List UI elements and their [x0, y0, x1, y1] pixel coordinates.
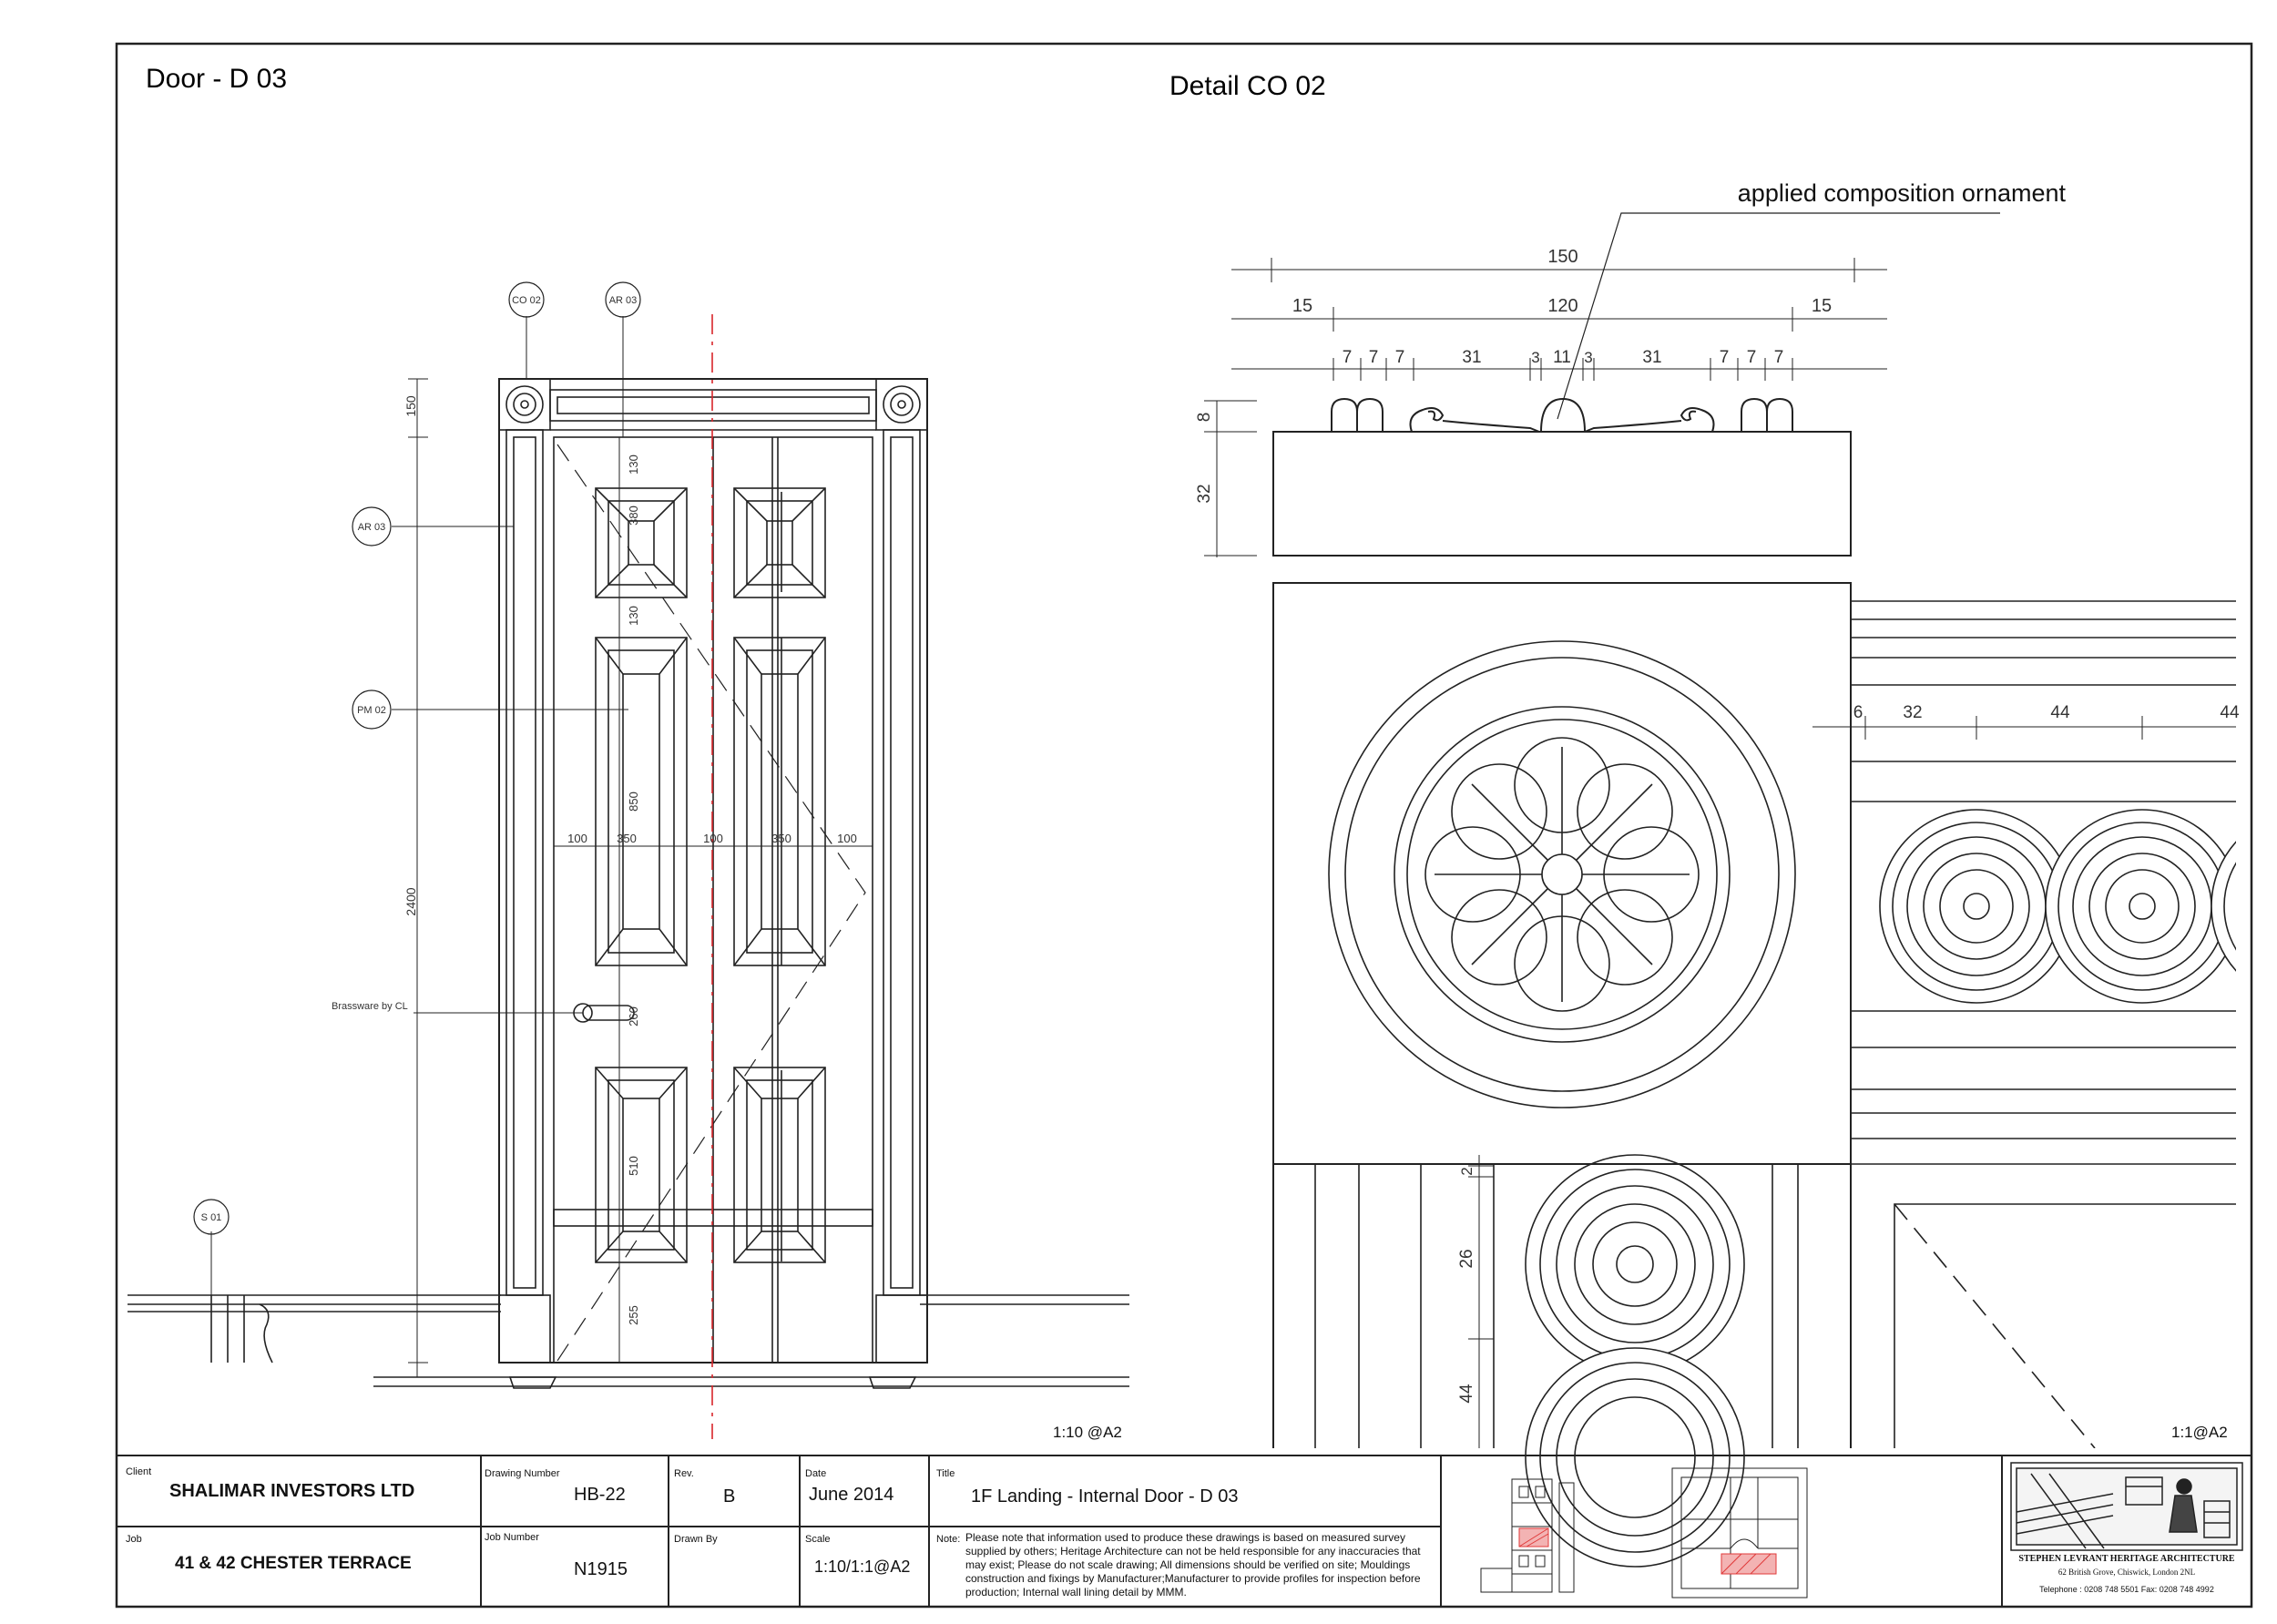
dim-panel: 260 [627, 1006, 640, 1026]
tag-ar03-side: AR 03 [358, 522, 386, 533]
dim-small: 31 [1642, 348, 1661, 367]
client-label: Client [126, 1466, 152, 1477]
scale-value: 1:10/1:1@A2 [814, 1558, 911, 1576]
tag-co02: CO 02 [512, 295, 541, 306]
dim-lower: 44 [1457, 1384, 1476, 1404]
dim-height: 32 [1195, 484, 1214, 503]
firm-name: STEPHEN LEVRANT HERITAGE ARCHITECTURE [2018, 1554, 2235, 1564]
dim-small: 7 [1774, 348, 1784, 367]
dim-panel: 850 [627, 792, 640, 812]
dim-width: 100 [837, 832, 857, 845]
dim-small: 31 [1462, 348, 1481, 367]
date-value: June 2014 [809, 1485, 894, 1505]
firm-logo [2010, 1462, 2243, 1551]
dim-width: 100 [703, 832, 723, 845]
dim-small: 11 [1553, 348, 1571, 367]
door-elevation [128, 281, 1129, 1439]
dim-mid: 15 [1292, 296, 1312, 316]
dim-right: 44 [2050, 703, 2070, 722]
job-label: Job [126, 1534, 142, 1545]
dim-right: 44 [2220, 703, 2240, 722]
dim-small: 7 [1343, 348, 1353, 367]
title-value: 1F Landing - Internal Door - D 03 [971, 1486, 1239, 1507]
door-title: Door - D 03 [146, 64, 288, 94]
dim-height: 8 [1195, 413, 1214, 423]
job-number-label: Job Number [485, 1532, 539, 1543]
dim-small: 7 [1369, 348, 1379, 367]
drawing-number-value: HB-22 [574, 1485, 626, 1505]
rev-label: Rev. [674, 1468, 694, 1479]
dim-small: 3 [1584, 349, 1592, 366]
dim-panel: 130 [627, 455, 640, 475]
rosette-petals [1424, 737, 1700, 1012]
tag-s01: S 01 [201, 1212, 222, 1223]
rev-value: B [723, 1486, 736, 1507]
title-label: Title [936, 1468, 955, 1479]
drawn-by-label: Drawn By [674, 1534, 718, 1545]
note-text: Please note that information used to pro… [965, 1531, 1421, 1598]
dim-small: 3 [1531, 349, 1539, 366]
dim-panel: 510 [627, 1156, 640, 1176]
firm-address: 62 British Grove, Chiswick, London 2NL [2057, 1568, 2196, 1577]
firm-phone: Telephone : 0208 748 5501 Fax: 0208 748 … [2039, 1585, 2214, 1594]
dim-width: 350 [771, 832, 791, 845]
detail-callout: applied composition ornament [1738, 179, 2067, 207]
dim-small: 7 [1747, 348, 1757, 367]
location-key-plans [1480, 1467, 1808, 1598]
tag-ar03-top: AR 03 [609, 295, 638, 306]
sheet-border [115, 42, 2253, 1609]
dim-right: 6 [1853, 703, 1863, 722]
dim-height-2400: 2400 [403, 887, 418, 915]
dim-small: 7 [1395, 348, 1405, 367]
title-block-frame [116, 1455, 2252, 1608]
dim-lower: 26 [1457, 1249, 1476, 1268]
dim-width: 350 [617, 832, 637, 845]
brassware-callout: Brassware by CL [332, 1001, 408, 1012]
dim-panel: 130 [627, 606, 640, 626]
client-value: SHALIMAR INVESTORS LTD [169, 1481, 415, 1501]
dim-lower: 2 [1458, 1167, 1475, 1175]
door-scale: 1:10 @A2 [1053, 1424, 1122, 1441]
scale-label: Scale [805, 1534, 831, 1545]
job-value: 41 & 42 CHESTER TERRACE [175, 1554, 412, 1573]
detail-title: Detail CO 02 [1169, 71, 1326, 101]
dim-mid: 120 [1547, 296, 1578, 316]
dim-head-150: 150 [403, 395, 418, 417]
drawing-number-label: Drawing Number [485, 1468, 560, 1479]
dim-panel: 380 [627, 506, 640, 526]
date-label: Date [805, 1468, 827, 1479]
detail-section [1204, 212, 2236, 1568]
dim-right: 32 [1903, 703, 1922, 722]
detail-scale: 1:1@A2 [2171, 1424, 2228, 1441]
tag-pm02: PM 02 [357, 705, 386, 716]
job-number-value: N1915 [574, 1559, 628, 1579]
dim-small: 7 [1720, 348, 1730, 367]
dim-panel: 255 [627, 1305, 640, 1325]
dim-width: 100 [567, 832, 587, 845]
dim-overall-150: 150 [1547, 247, 1578, 267]
dim-mid: 15 [1812, 296, 1832, 316]
note-label: Note: [936, 1534, 961, 1545]
